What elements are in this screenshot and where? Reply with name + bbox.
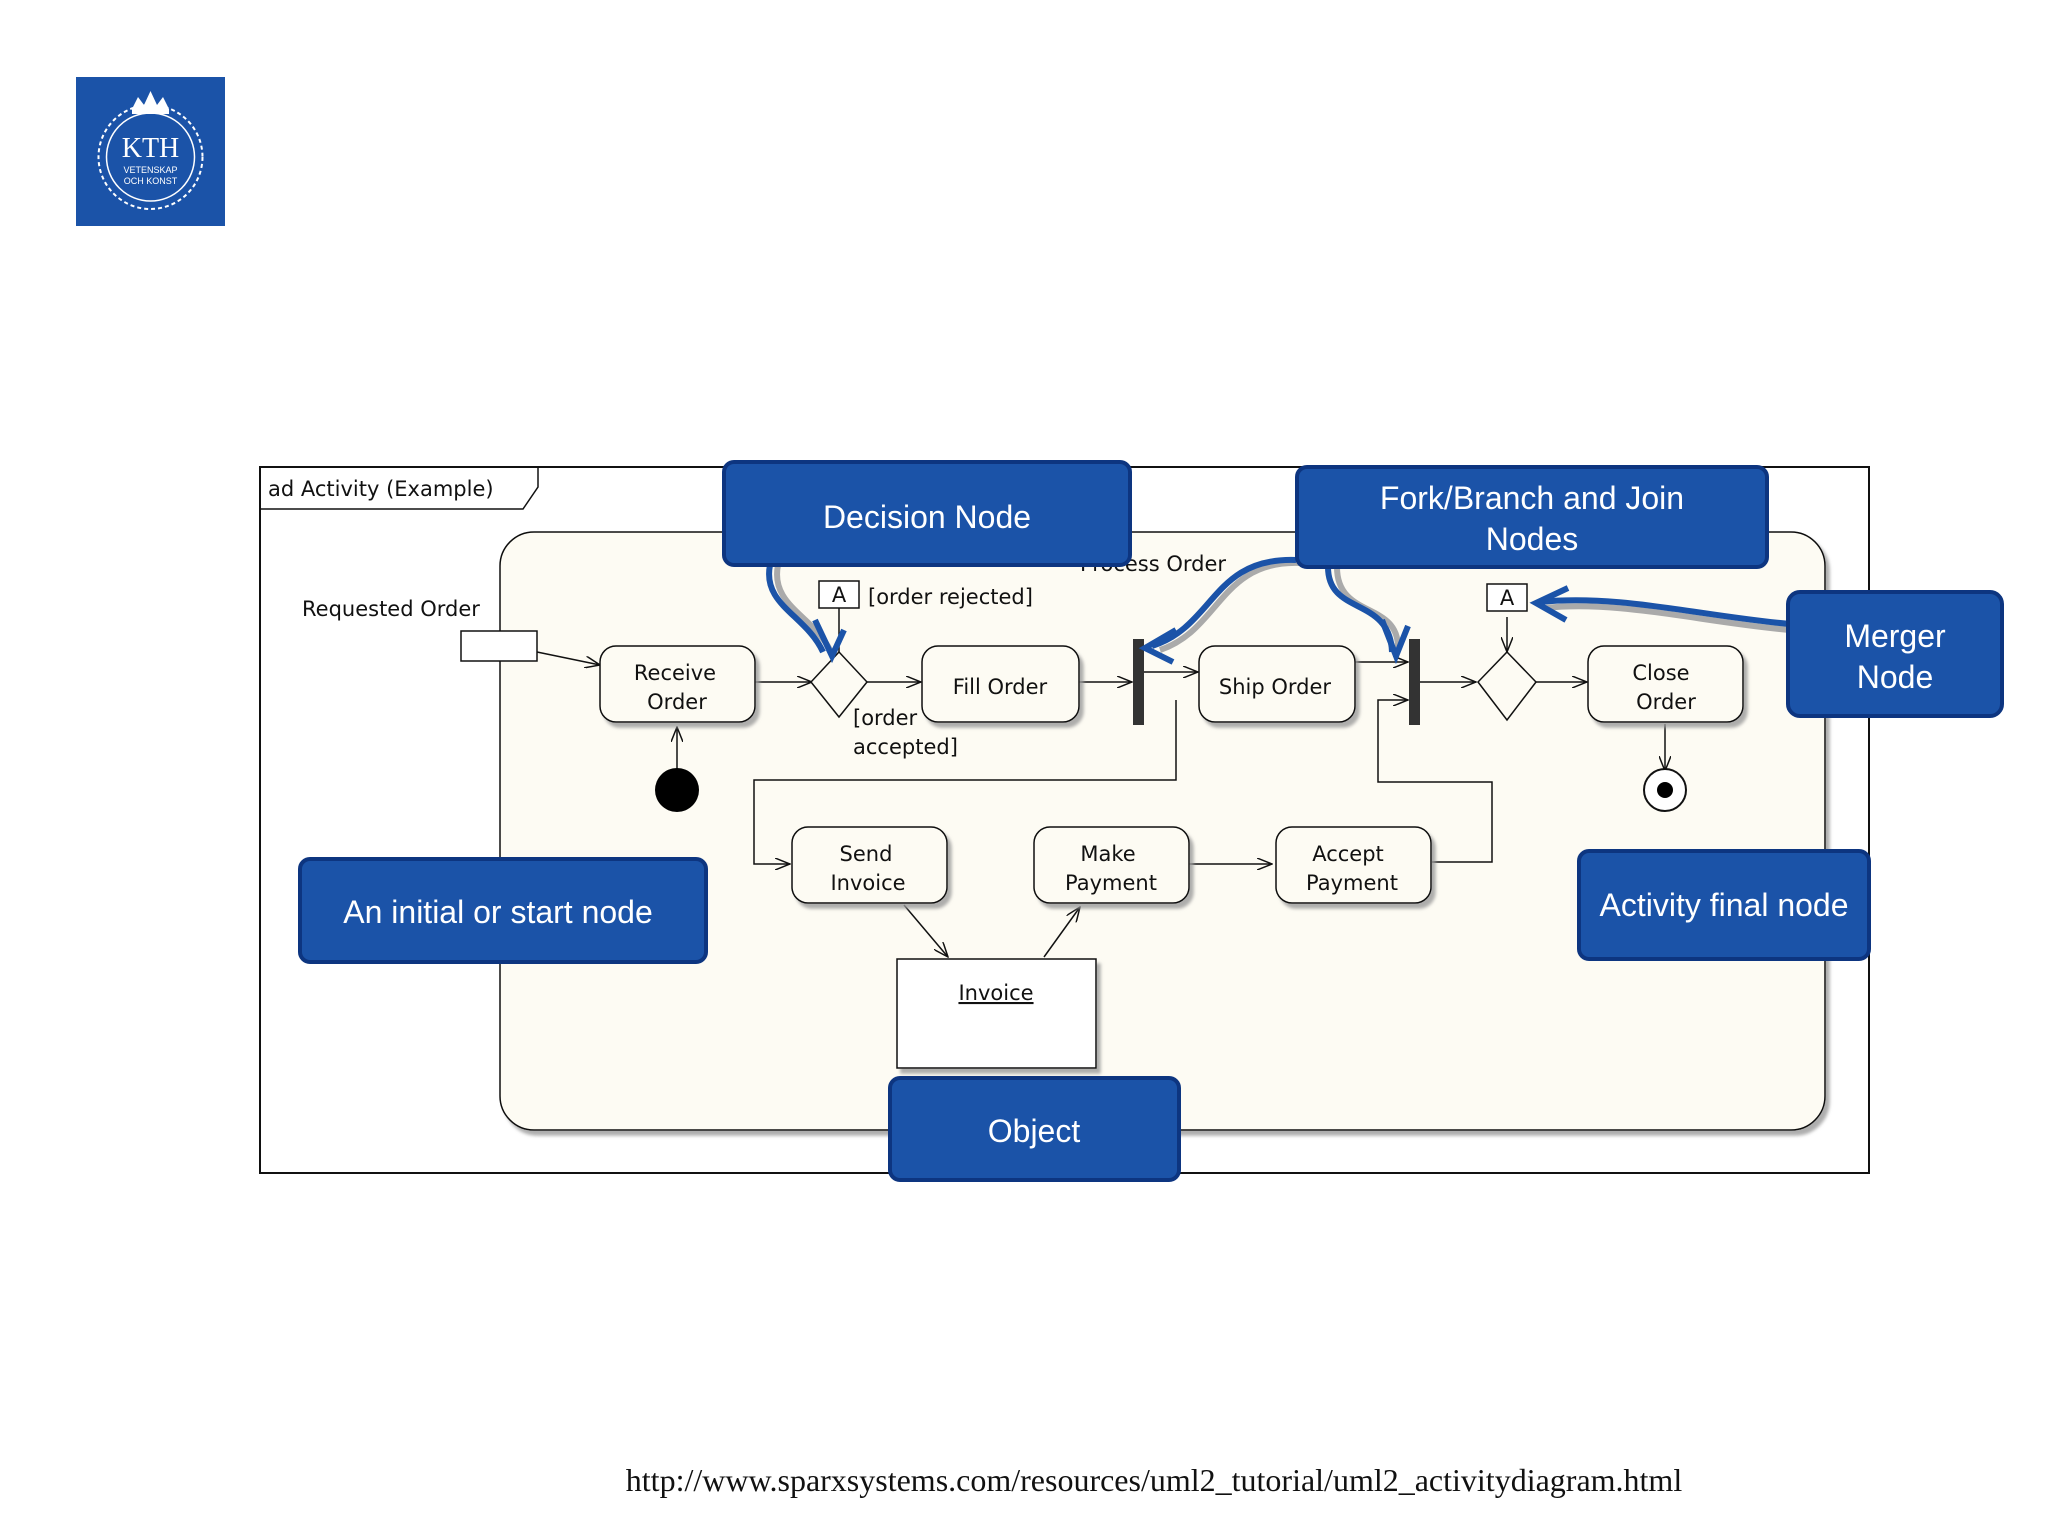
requested-order-pin [460,630,538,662]
connector-a-right-label: A [1500,586,1515,610]
receive-order-label-1: Receive [634,661,716,685]
fork-bar [1133,639,1144,725]
action-receive-order: Receive Order [599,645,756,723]
send-invoice-label-2: Invoice [830,871,905,895]
guard-rejected: [order rejected] [868,585,1033,609]
callout-decision-text: Decision Node [823,499,1031,535]
source-url: http://www.sparxsystems.com/resources/um… [625,1462,1683,1498]
guard-accepted-1: [order [853,706,918,730]
edge-fork-send [753,700,1177,864]
logo-line1: VETENSKAP [123,165,177,175]
callout-object-text: Object [988,1113,1081,1149]
callout-merger-text-1: Merger [1844,618,1946,654]
close-order-label-2: Order [1636,690,1696,714]
edge-send-invoice [903,904,948,957]
accept-payment-label-2: Payment [1306,871,1398,895]
receive-order-label-2: Order [647,690,707,714]
activity-final-node [1643,768,1687,812]
kth-seal-icon: KTH VETENSKAP OCH KONST [97,91,204,210]
action-fill-order: Fill Order [921,645,1080,723]
object-invoice: Invoice [896,958,1097,1069]
frame-label: ad Activity (Example) [268,477,494,501]
callout-decision-node: Decision Node [722,460,1132,567]
make-payment-label-2: Payment [1065,871,1157,895]
logo-kth-text: KTH [122,133,180,164]
action-accept-payment: Accept Payment [1275,826,1432,904]
join-bar [1409,639,1420,725]
logo-line2: OCH KONST [124,176,178,186]
merge-node [1477,650,1537,722]
invoice-label: Invoice [958,981,1033,1005]
callout-fork-text-1: Fork/Branch and Join [1380,480,1684,516]
action-ship-order: Ship Order [1198,645,1356,723]
action-make-payment: Make Payment [1033,826,1190,904]
callout-final-text: Activity final node [1599,887,1848,923]
connector-a-right [1486,583,1528,612]
action-close-order: Close Order [1587,645,1744,723]
requested-order-label: Requested Order [302,597,480,621]
callout-object: Object [888,1076,1181,1182]
callout-final-node: Activity final node [1577,849,1871,961]
callout-fork-join-nodes: Fork/Branch and Join Nodes [1295,465,1769,569]
callout-pointers [766,556,1791,665]
callout-merger-text-2: Node [1857,659,1934,695]
frame-label-tab [260,467,539,510]
edge-accept-join [1377,700,1493,863]
callout-initial-text: An initial or start node [343,894,653,930]
close-order-label-1: Close [1632,661,1689,685]
callout-merger-node: Merger Node [1786,590,2004,718]
kth-logo: KTH VETENSKAP OCH KONST [76,77,225,226]
connector-a-left [818,580,860,609]
edge-pin-receive [536,651,600,665]
make-payment-label-1: Make [1080,842,1135,866]
accept-payment-label-1: Accept [1312,842,1384,866]
callout-initial-node: An initial or start node [298,857,708,964]
guard-accepted-2: accepted] [853,735,958,759]
fill-order-label: Fill Order [953,675,1048,699]
ship-order-label: Ship Order [1219,675,1332,699]
action-send-invoice: Send Invoice [791,826,948,904]
initial-node [655,768,699,812]
send-invoice-label-1: Send [840,842,893,866]
callout-fork-text-2: Nodes [1486,521,1579,557]
edge-invoice-make [1043,907,1080,958]
decision-node [810,650,868,719]
connector-a-left-label: A [832,583,847,607]
